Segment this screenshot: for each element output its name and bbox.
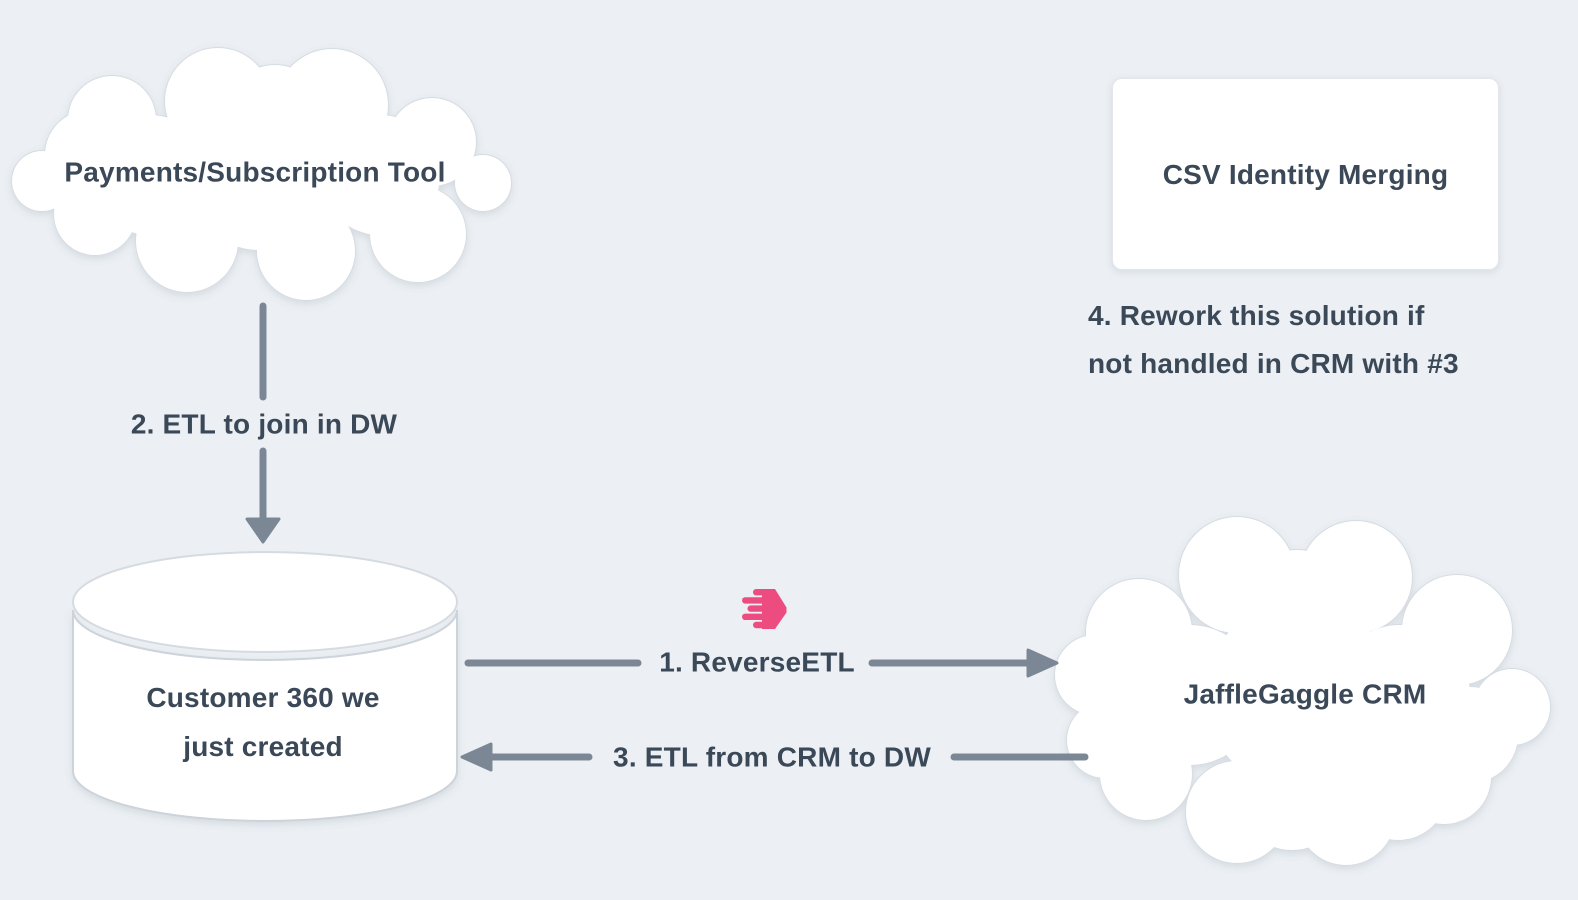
customer360-label-line2: just created <box>183 731 343 762</box>
etl-from-crm-arrow <box>460 742 1089 772</box>
reverse-etl-arrow <box>464 648 1059 678</box>
arrowhead-right-icon <box>1026 648 1059 678</box>
crm-label: JaffleGaggle CRM <box>1183 678 1427 710</box>
arrowhead-down-icon <box>245 517 281 544</box>
reverse-etl-arrow-label: 1. ReverseETL <box>659 646 855 678</box>
customer360-label-line1: Customer 360 we <box>146 682 380 713</box>
rework-note-line2: not handled in CRM with #3 <box>1088 348 1459 379</box>
rework-note-line1: 4. Rework this solution if <box>1088 300 1425 331</box>
customer360-label: Customer 360 we just created <box>146 673 379 771</box>
arrowhead-left-icon <box>460 742 493 772</box>
etl-join-arrow <box>245 302 281 544</box>
etl-join-arrow-label: 2. ETL to join in DW <box>130 408 398 440</box>
payments-label: Payments/Subscription Tool <box>64 156 446 188</box>
csv-merging-label: CSV Identity Merging <box>1162 158 1449 190</box>
etl-from-crm-arrow-label: 3. ETL from CRM to DW <box>613 741 931 773</box>
rework-note: 4. Rework this solution if not handled i… <box>1088 292 1459 388</box>
hightouch-logo-icon <box>742 589 787 629</box>
csv-merging-box: CSV Identity Merging <box>1112 78 1499 270</box>
customer360-cylinder-shape <box>72 551 458 822</box>
